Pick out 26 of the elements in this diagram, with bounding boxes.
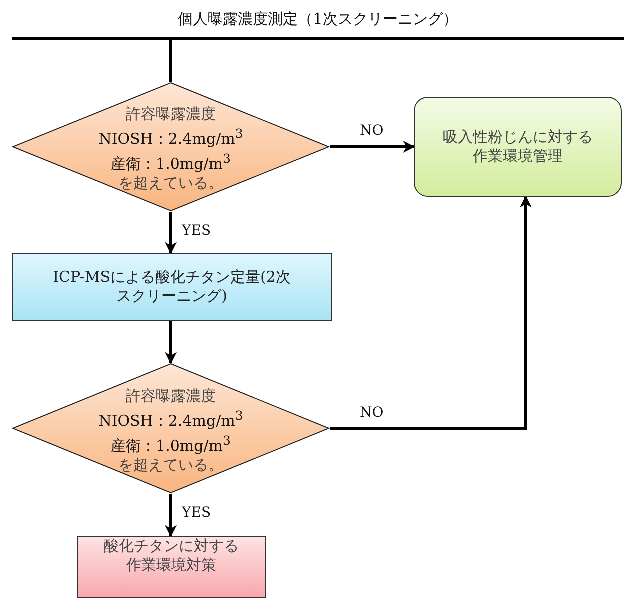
node-text: 吸入性粉じんに対する作業環境管理 <box>442 128 594 166</box>
process-box <box>12 253 332 321</box>
node-text: 産衛：1.0mg/m$^{3}$ <box>111 432 231 456</box>
arrow <box>165 212 177 254</box>
node-text: NIOSH：2.4mg/m$^{3}$ <box>98 125 244 149</box>
node-text: を超えている。 <box>118 456 224 474</box>
arrow <box>165 321 177 364</box>
arrow <box>330 196 532 430</box>
arrow <box>330 141 416 153</box>
arrow <box>165 494 177 538</box>
node-text: 産衛：1.0mg/m$^{3}$ <box>111 150 231 174</box>
edge-label: YES <box>180 222 214 238</box>
process-box <box>414 97 622 197</box>
node-text: を超えている。 <box>118 174 224 193</box>
node-text: 酸化チタンに対する作業環境対策 <box>103 537 240 575</box>
decision-diamond <box>12 82 330 212</box>
node-text: NIOSH：2.4mg/m$^{3}$ <box>98 406 244 430</box>
node-text: ICP-MSによる酸化チタン定量(2次スクリーニング) <box>52 268 292 306</box>
heading-bar <box>12 10 624 40</box>
process-box <box>77 536 266 598</box>
heading-text: 個人曝露濃度測定（1次スクリーニング） <box>178 10 458 29</box>
edge-label: NO <box>358 404 386 420</box>
connector-line <box>170 40 172 82</box>
node-text: 許容曝露濃度 <box>126 105 216 124</box>
node-text: 許容曝露濃度 <box>126 386 216 406</box>
decision-diamond <box>12 363 330 494</box>
